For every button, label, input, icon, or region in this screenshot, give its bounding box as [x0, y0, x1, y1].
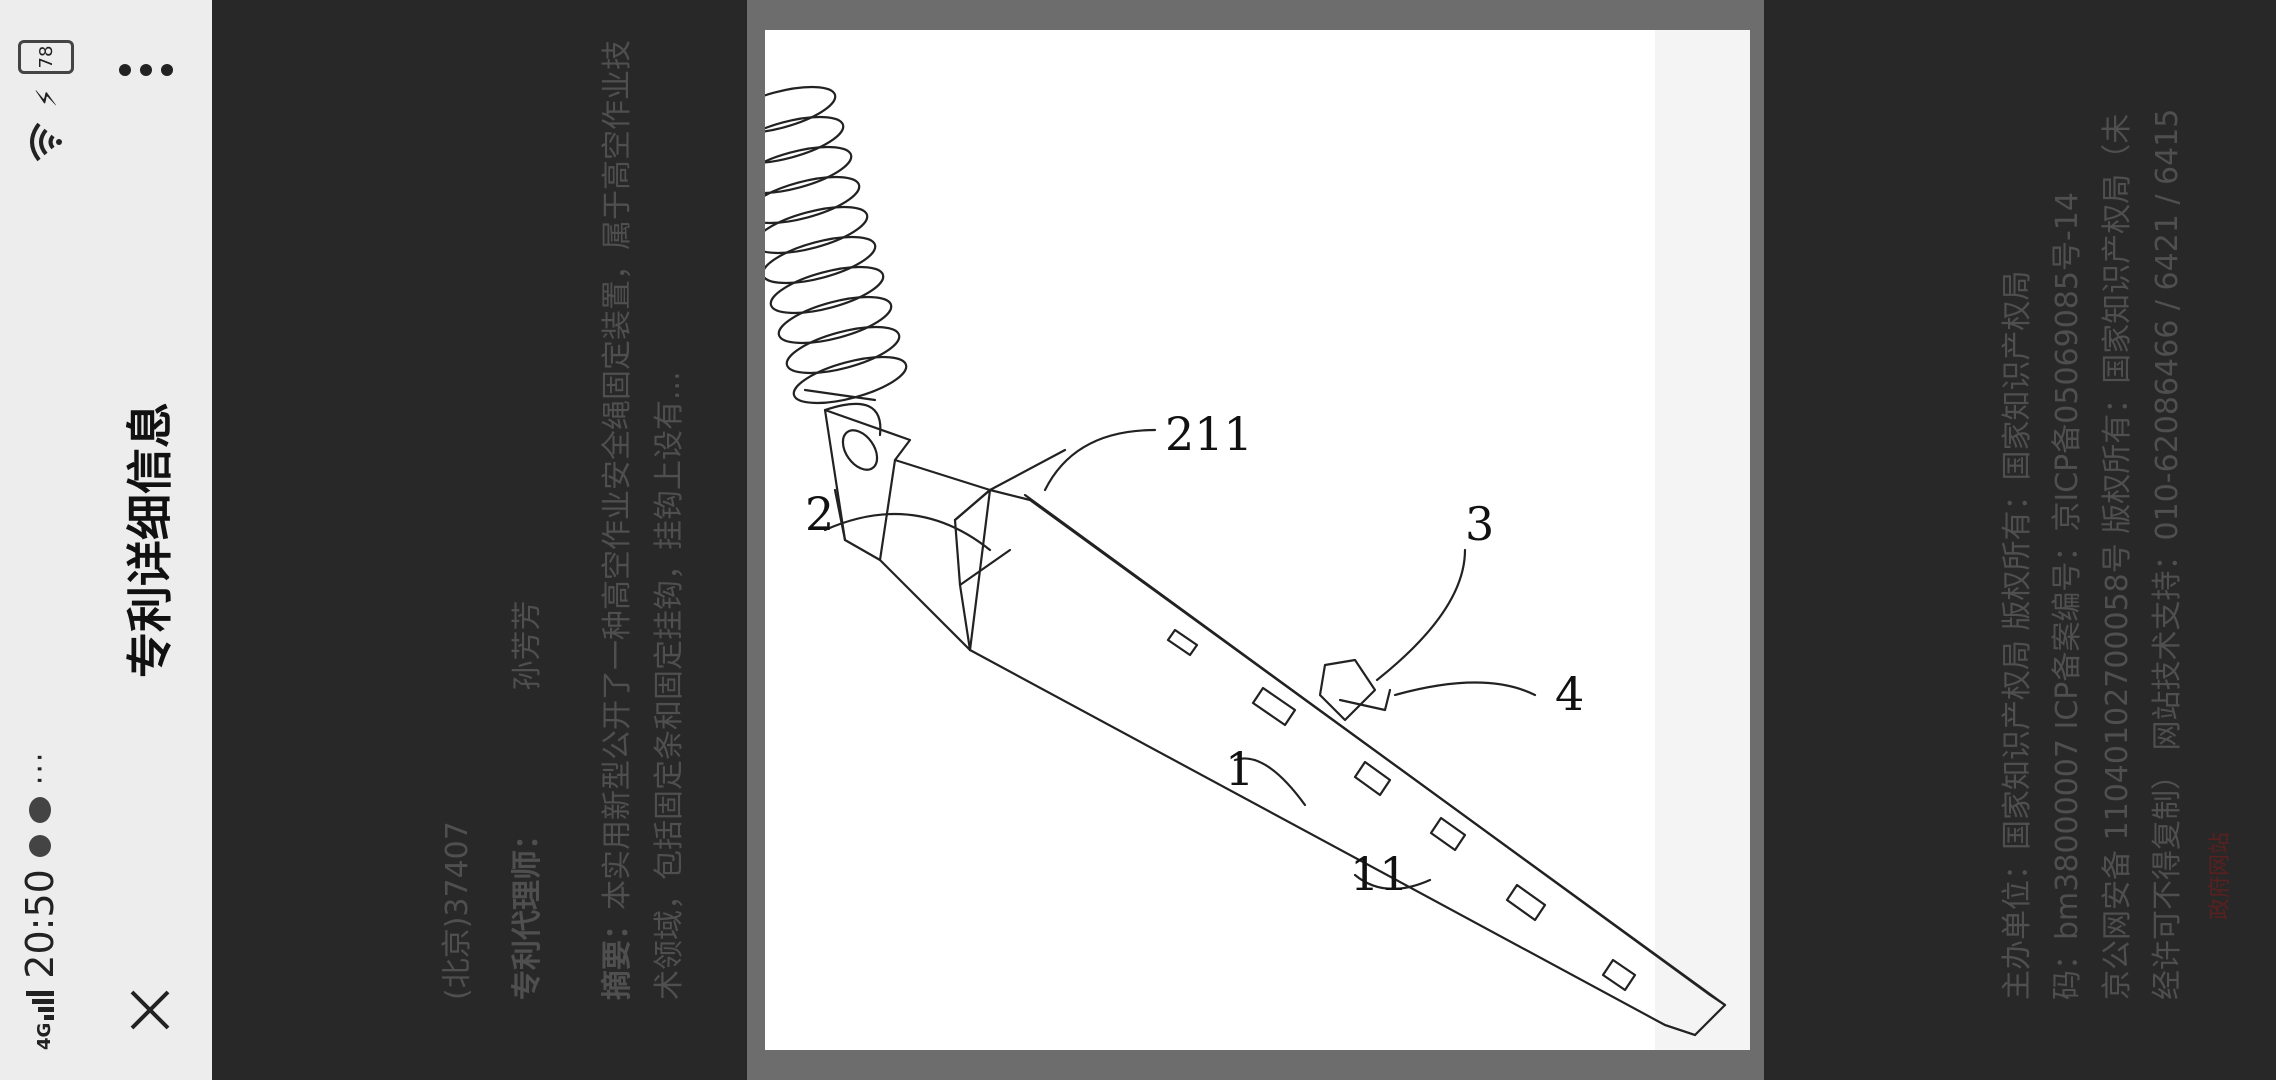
clock: 20:50	[18, 869, 62, 979]
footer-line-2: 码：bm38000007 ICP备案编号：京ICP备05069085号-14	[2050, 192, 2085, 1000]
charging-icon: ⚡	[29, 88, 63, 108]
label-4: 4	[1555, 667, 1584, 721]
fixing-strap	[968, 488, 1727, 1037]
battery-icon: 78	[18, 40, 74, 74]
patent-figure: 11 1 2 211 3 4	[765, 85, 1727, 1037]
abstract-text: 本实用新型公开了一种高空作业安全绳固定装置，属于高空作业技术领域，包括固定条和固…	[600, 40, 687, 1000]
label-1: 1	[1225, 742, 1254, 796]
close-button[interactable]	[120, 980, 180, 1040]
battery-level: 78	[35, 45, 57, 69]
more-status-icon: ···	[22, 750, 58, 786]
image-viewer[interactable]: 11 1 2 211 3 4	[747, 0, 1764, 1080]
title-bar: 专利详细信息	[80, 0, 212, 1080]
status-right: ⚡ 78	[18, 40, 74, 162]
abstract-label: 摘要：	[600, 910, 635, 1000]
agent-name: 孙芳芳	[510, 600, 545, 691]
footer-line-1: 主办单位：国家知识产权局 版权所有：国家知识产权局	[2000, 270, 2035, 1000]
status-left: 4G 20:50 ···	[18, 751, 62, 1050]
notification-icon	[29, 835, 51, 858]
footer-line-3: 京公网安备 11040102700058号 版权所有：国家知识产权局（未	[2100, 113, 2135, 1000]
agency-code: (北京)37407	[440, 821, 475, 1000]
close-icon	[130, 990, 170, 1030]
footer-line-4: 经许可不得复制） 网站技术支持：010-62086466 / 6421 / 64…	[2150, 108, 2185, 1000]
more-options-button[interactable]	[116, 40, 176, 100]
wifi-icon	[30, 122, 62, 161]
abstract: 摘要：本实用新型公开了一种高空作业安全绳固定装置，属于高空作业技术领域，包括固定…	[592, 40, 696, 1000]
status-bar: 4G 20:50 ··· ⚡ 78	[0, 0, 80, 1080]
page-title: 专利详细信息	[123, 402, 177, 678]
label-211: 211	[1165, 407, 1253, 461]
gov-website-badge[interactable]: 政府网站	[2208, 831, 2233, 920]
tension-spring	[765, 85, 908, 405]
agent-row: 专利代理师： 孙芳芳	[502, 600, 546, 1000]
agent-label: 专利代理师：	[510, 820, 545, 1000]
signal-icon: 4G	[26, 990, 55, 1050]
network-type: 4G	[34, 1022, 55, 1050]
label-2: 2	[805, 487, 834, 541]
label-11: 11	[1350, 847, 1409, 901]
label-3: 3	[1465, 497, 1494, 551]
more-vertical-icon	[119, 64, 173, 76]
chat-icon	[29, 797, 51, 824]
